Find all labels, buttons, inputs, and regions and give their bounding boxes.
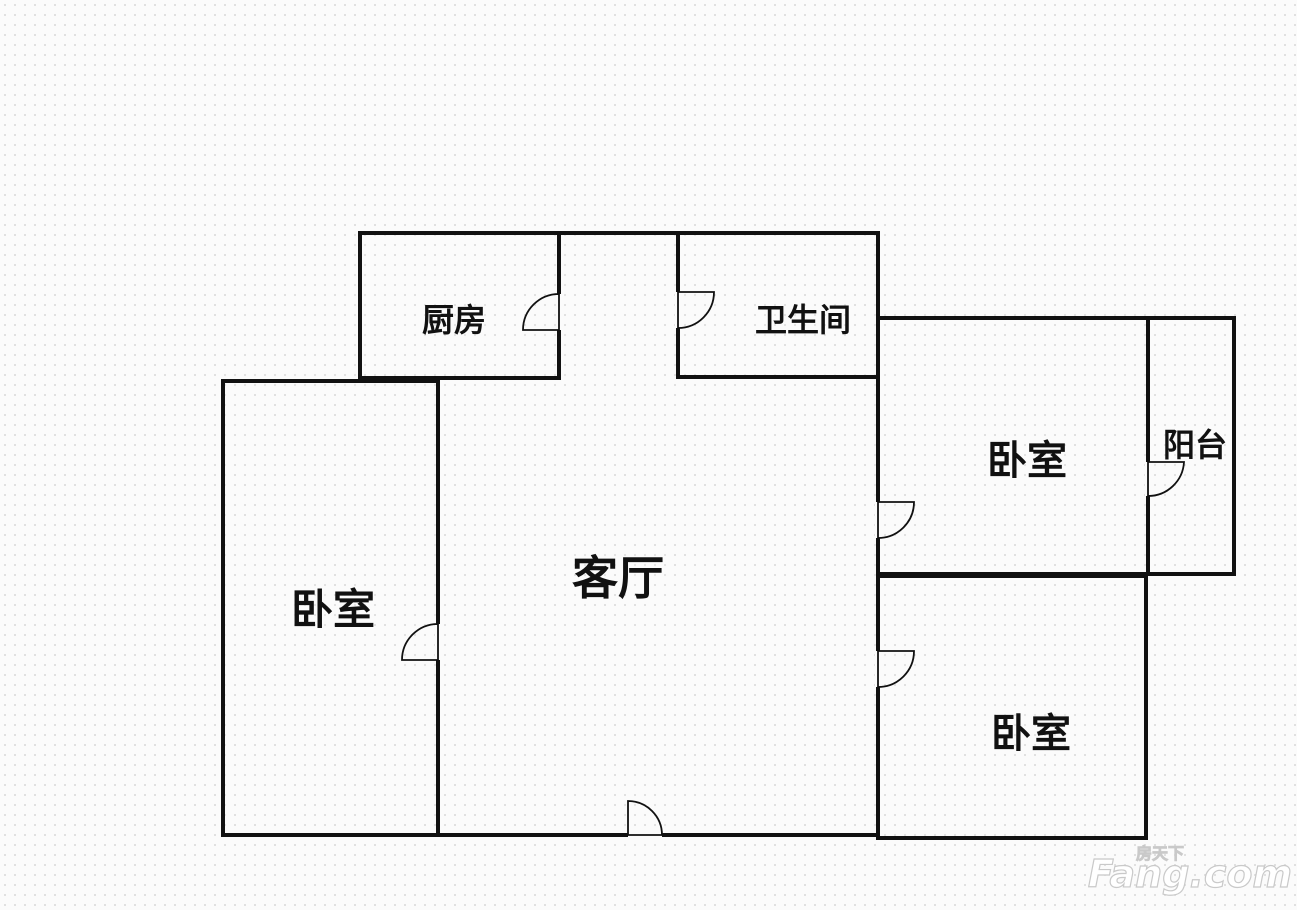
label-living-room: 客厅 <box>572 551 664 605</box>
door-balcony <box>1147 461 1185 497</box>
room-labels: 厨房 卫生间 客厅 卧室 卧室 卧室 阳台 <box>291 301 1227 757</box>
label-kitchen: 厨房 <box>422 301 486 339</box>
label-bedroom-right-lower: 卧室 <box>991 711 1071 757</box>
label-balcony: 阳台 <box>1163 426 1227 464</box>
door-kitchen <box>522 293 560 331</box>
watermark-logo: 房天下 Fang.com <box>1087 844 1292 897</box>
label-bathroom: 卫生间 <box>755 301 851 339</box>
wall-balcony <box>1146 316 1236 576</box>
doors <box>401 291 1185 838</box>
door-bathroom <box>677 291 715 329</box>
wall-bedroom-left <box>221 379 440 837</box>
watermark-brand: Fang.com <box>1088 852 1292 896</box>
door-bedroom-left <box>401 623 439 661</box>
label-bedroom-right-upper: 卧室 <box>987 438 1067 484</box>
watermark-cn: 房天下 <box>1136 844 1184 863</box>
door-bedroom-right-lower <box>877 650 915 688</box>
walls <box>221 231 1236 840</box>
wall-bedroom-right-lower <box>876 574 1148 840</box>
label-bedroom-left: 卧室 <box>291 585 375 634</box>
door-entrance <box>627 800 663 836</box>
door-bedroom-right-upper <box>877 501 915 539</box>
